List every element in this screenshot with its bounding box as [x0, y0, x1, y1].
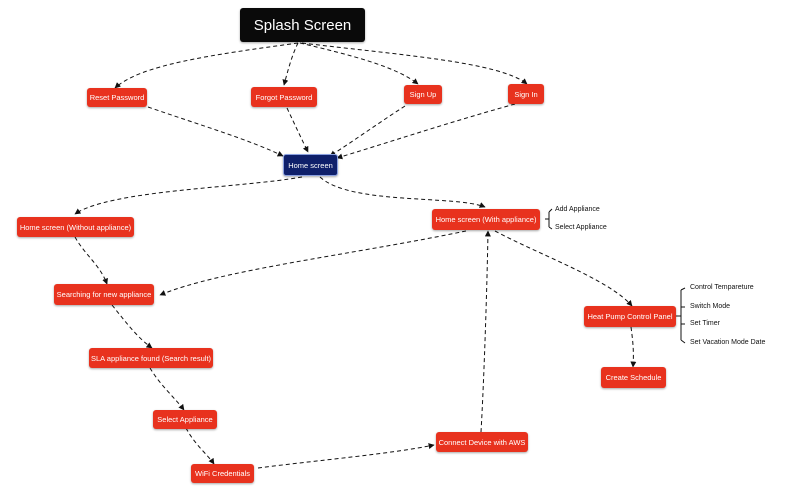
edge-splash-forgot [282, 42, 299, 86]
option-control-temperature: Control Tempareture [690, 284, 754, 291]
option-set-timer: Set Timer [690, 320, 720, 327]
sign-up-node[interactable]: Sign Up [404, 85, 442, 104]
forgot-password-node[interactable]: Forgot Password [251, 87, 317, 107]
edge-signin-home [336, 103, 516, 160]
bracket-heatpump-options [676, 287, 686, 344]
edge-splash-signup [299, 42, 419, 85]
connect-device-aws-node[interactable]: Connect Device with AWS [436, 432, 528, 452]
edge-home-with [319, 176, 486, 208]
edge-wifi-connect [257, 443, 435, 469]
edge-home-without [74, 176, 303, 215]
edge-select-wifi [185, 427, 215, 465]
reset-password-node[interactable]: Reset Password [87, 88, 147, 107]
edge-with-searching [159, 230, 467, 296]
edge-searching-sla [111, 304, 153, 349]
wifi-credentials-node[interactable]: WiFi Credentials [191, 464, 254, 483]
edge-connect-with [480, 230, 491, 433]
edge-without-searching [74, 236, 108, 285]
splash-screen-node[interactable]: Splash Screen [240, 8, 365, 42]
edge-with-heatpump [494, 230, 633, 307]
edge-sla-select [149, 367, 185, 411]
home-without-appliance-node[interactable]: Home screen (Without appliance) [17, 217, 134, 237]
edge-forgot-home [286, 107, 309, 153]
home-with-appliance-node[interactable]: Home screen (With appliance) [432, 209, 540, 230]
home-screen-node[interactable]: Home screen [283, 154, 338, 176]
bracket-home-with-options [545, 208, 553, 230]
edge-signup-home [329, 105, 406, 157]
edge-splash-reset [114, 42, 299, 89]
heat-pump-control-panel-node[interactable]: Heat Pump Control Panel [584, 306, 676, 327]
edge-heatpump-schedule [630, 326, 637, 368]
edge-splash-signin [301, 42, 528, 85]
option-switch-mode: Switch Mode [690, 303, 731, 310]
option-add-appliance: Add Appliance [555, 206, 600, 213]
option-select-appliance: Select Appliance [555, 224, 607, 231]
option-set-vacation-mode-date: Set Vacation Mode Date [690, 339, 766, 346]
searching-new-appliance-node[interactable]: Searching for new appliance [54, 284, 154, 305]
select-appliance-node[interactable]: Select Appliance [153, 410, 217, 429]
sla-appliance-found-node[interactable]: SLA appliance found (Search result) [89, 348, 213, 368]
sign-in-node[interactable]: Sign In [508, 84, 544, 104]
create-schedule-node[interactable]: Create Schedule [601, 367, 666, 388]
edge-reset-home [147, 106, 284, 157]
